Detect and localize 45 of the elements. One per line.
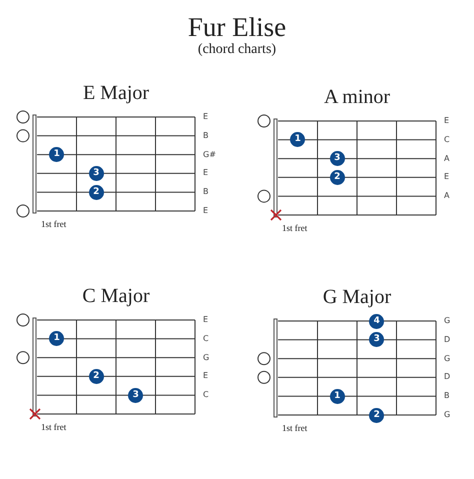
chord-name: G Major (322, 286, 392, 309)
chord-name: C Major (81, 285, 151, 308)
string-note-label: A (444, 191, 450, 202)
string-note-label: C (203, 390, 210, 400)
fret-label: 1st fret (282, 223, 308, 233)
finger-dot: 1 (49, 331, 64, 346)
finger-dot: 1 (330, 388, 345, 404)
finger-dot: 1 (49, 147, 64, 162)
string-note-label: B (444, 391, 450, 402)
finger-dot: 2 (330, 170, 345, 185)
string-note-label: E (203, 168, 210, 178)
fret-label: 1st fret (41, 422, 66, 432)
string-note-label: G (444, 410, 452, 420)
string-note-label: C (444, 134, 451, 145)
finger-dot: 2 (88, 184, 104, 200)
string-note-label: B (203, 187, 210, 198)
string-note-label: G (203, 352, 210, 363)
fret-label: 1st fret (282, 423, 308, 433)
finger-dot: 3 (369, 332, 384, 348)
fret-label: 1st fret (41, 219, 66, 229)
finger-dot: 4 (369, 314, 384, 328)
string-note-label: E (444, 116, 450, 126)
finger-dot: 3 (128, 388, 144, 403)
chord-name: E Major (82, 82, 150, 105)
subtitle: (chord charts) (196, 42, 278, 58)
finger-dot: 2 (369, 408, 384, 422)
finger-dot: 1 (290, 132, 306, 148)
string-note-label: D (444, 372, 452, 382)
string-note-label: C (203, 334, 210, 344)
string-note-label: B (203, 130, 210, 141)
string-note-label: D (444, 334, 452, 345)
string-note-label: G (444, 354, 452, 364)
string-note-label: G (444, 316, 452, 326)
string-note-label: A (444, 154, 450, 164)
string-note-label: E (203, 371, 210, 382)
finger-dot: 3 (330, 151, 345, 166)
string-note-label: G# (203, 150, 217, 160)
chord-name: A minor (322, 86, 392, 109)
string-note-label: E (444, 172, 450, 182)
string-note-label: E (203, 112, 210, 122)
title: Fur Elise (186, 12, 288, 43)
finger-dot: 3 (88, 166, 104, 181)
string-note-label: E (203, 206, 210, 216)
finger-dot: 2 (88, 368, 104, 384)
string-note-label: E (203, 315, 210, 325)
